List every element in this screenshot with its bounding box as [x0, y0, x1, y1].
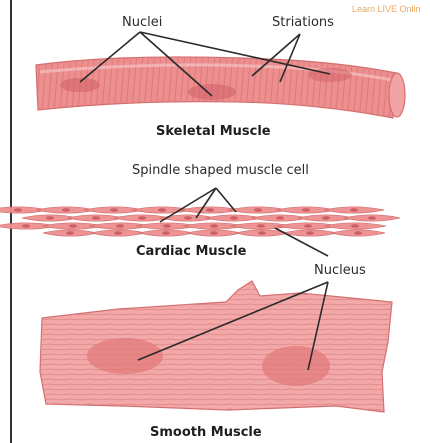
spindle-cell-nucleus — [163, 224, 171, 228]
spindle-cell-nucleus — [206, 208, 214, 212]
cardiac-muscle-title: Cardiac Muscle — [136, 244, 246, 259]
skeletal-fiber-end — [389, 73, 405, 117]
skeletal-nucleus — [188, 84, 236, 100]
spindle-cell-nucleus — [116, 224, 124, 228]
smooth-muscle-title: Smooth Muscle — [150, 425, 262, 440]
spindle-cell-nucleus — [66, 231, 74, 235]
label-nuclei: Nuclei — [122, 15, 162, 30]
label-spindle-shaped-cell: Spindle shaped muscle cell — [132, 163, 309, 178]
spindle-cell-nucleus — [92, 216, 100, 220]
skeletal-muscle-title: Skeletal Muscle — [156, 124, 271, 139]
spindle-cell-nucleus — [302, 208, 310, 212]
spindle-cell-nucleus — [258, 231, 266, 235]
spindle-cell-nucleus — [114, 231, 122, 235]
spindle-cell-nucleus — [210, 231, 218, 235]
spindle-cell-nucleus — [62, 208, 70, 212]
spindle-cell-nucleus — [210, 224, 218, 228]
spindle-cell-nucleus — [230, 216, 238, 220]
smooth-muscle-tissue — [30, 281, 410, 415]
spindle-cell-nucleus — [368, 216, 376, 220]
spindle-cell-nucleus — [350, 208, 358, 212]
spindle-cell-nucleus — [162, 231, 170, 235]
smooth-nucleus — [87, 338, 163, 374]
label-nucleus: Nucleus — [314, 263, 366, 278]
spindle-cell-nucleus — [14, 208, 22, 212]
spindle-cell-nucleus — [22, 224, 30, 228]
watermark: Learn LIVE Onlin — [352, 4, 421, 14]
spindle-cell-nucleus — [158, 208, 166, 212]
smooth-nucleus — [262, 346, 330, 386]
spindle-cell-nucleus — [354, 231, 362, 235]
spindle-cell-nucleus — [254, 208, 262, 212]
spindle-cell-nucleus — [184, 216, 192, 220]
spindle-cell-nucleus — [138, 216, 146, 220]
spindle-cell-nucleus — [351, 224, 359, 228]
spindle-cell-nucleus — [306, 231, 314, 235]
spindle-cell-nucleus — [322, 216, 330, 220]
spindle-cell-nucleus — [46, 216, 54, 220]
skeletal-muscle-fiber — [35, 52, 405, 122]
label-striations: Striations — [272, 15, 334, 30]
spindle-cell-nucleus — [69, 224, 77, 228]
spindle-cell-nucleus — [110, 208, 118, 212]
spindle-cell-nucleus — [257, 224, 265, 228]
spindle-cell-nucleus — [276, 216, 284, 220]
skeletal-nucleus — [60, 78, 100, 92]
spindle-cell-nucleus — [304, 224, 312, 228]
